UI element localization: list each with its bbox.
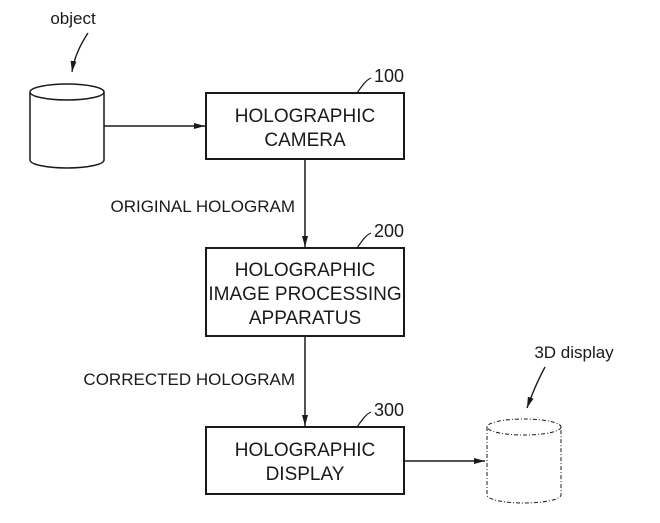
block-100-line-1: HOLOGRAPHIC	[235, 106, 375, 127]
block-holographic-display: HOLOGRAPHIC DISPLAY	[205, 426, 405, 495]
original-hologram-label: ORIGINAL HOLOGRAM	[110, 197, 295, 216]
ref-200-leader	[356, 232, 372, 249]
block-200-line-3: APPARATUS	[249, 308, 361, 329]
block-image-processing-apparatus: HOLOGRAPHIC IMAGE PROCESSING APPARATUS	[205, 247, 405, 337]
ref-200: 200	[374, 221, 404, 241]
3d-display-pointer-arrow	[526, 366, 546, 409]
block-200-line-2: IMAGE PROCESSING	[208, 284, 401, 305]
block-100-line-2: CAMERA	[264, 130, 346, 151]
corrected-hologram-label: CORRECTED HOLOGRAM	[83, 370, 295, 389]
block-300-line-1: HOLOGRAPHIC	[235, 440, 375, 461]
block-300-line-2: DISPLAY	[266, 464, 345, 485]
3d-display-cylinder	[486, 418, 562, 504]
block-200-line-1: HOLOGRAPHIC	[235, 260, 375, 281]
ref-300-leader	[356, 411, 372, 428]
object-pointer-arrow	[70, 32, 89, 73]
block-holographic-camera: HOLOGRAPHIC CAMERA	[205, 92, 405, 160]
3d-display-label: 3D display	[534, 343, 614, 362]
ref-100-leader	[356, 77, 372, 94]
object-cylinder	[29, 83, 105, 169]
object-label: object	[50, 9, 96, 28]
ref-300: 300	[374, 400, 404, 420]
ref-100: 100	[374, 66, 404, 86]
